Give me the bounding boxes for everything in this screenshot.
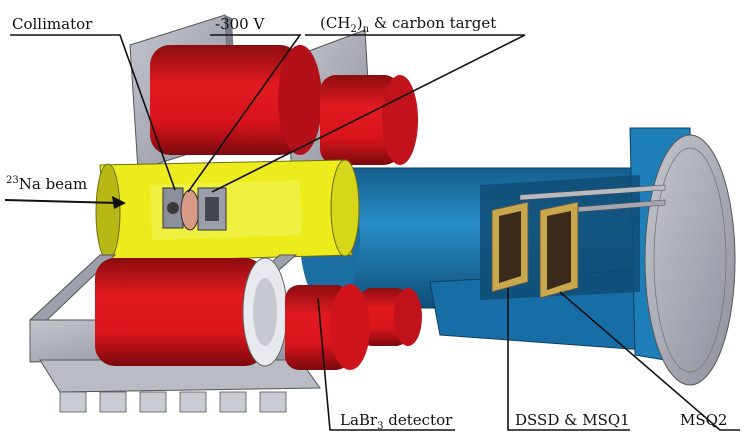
dssd-leader [507, 288, 630, 431]
msq2-leader [559, 291, 740, 431]
leader-lines [10, 34, 740, 431]
msq2-label: MSQ2 [680, 411, 728, 429]
collimator-label: Collimator [12, 15, 93, 33]
labr3-detectors [285, 284, 422, 370]
dssd-msq1-label: DSSD & MSQ1 [515, 411, 630, 429]
voltage-leader [187, 34, 302, 193]
end-flange [644, 134, 736, 386]
dssd-msq1-detector [491, 201, 529, 293]
beam-arrow [4, 196, 126, 209]
electrode [180, 189, 200, 231]
labr3-detector-label: LaBr3 detector [340, 411, 453, 432]
upper-magnets [150, 45, 418, 165]
voltage-label: -300 V [215, 15, 265, 33]
target-holder [197, 187, 227, 231]
target-label: (CH2)n & carbon target [320, 14, 497, 35]
target-leader [211, 34, 526, 193]
msq2-detector [539, 201, 579, 299]
target-chamber [95, 159, 360, 263]
lower-magnets [95, 257, 288, 367]
labr-leader [317, 297, 455, 431]
collimator-leader [10, 34, 176, 191]
beam-label: 23Na beam [6, 175, 88, 193]
collimator [162, 187, 184, 229]
